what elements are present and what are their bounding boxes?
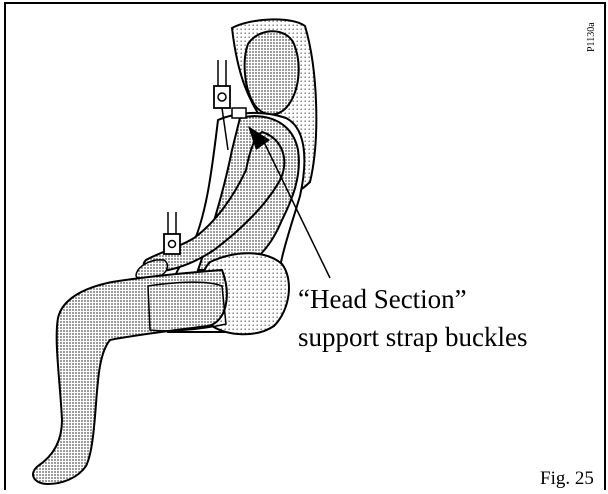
lower-strap-buckle	[164, 212, 180, 254]
annotation-line-2: support strap buckles	[298, 322, 527, 352]
legs	[33, 270, 227, 484]
head	[245, 31, 299, 114]
image-code: P1130a	[586, 22, 598, 52]
annotation-line-1: “Head Section”	[298, 284, 467, 314]
figure-label: Fig. 25	[540, 468, 594, 490]
